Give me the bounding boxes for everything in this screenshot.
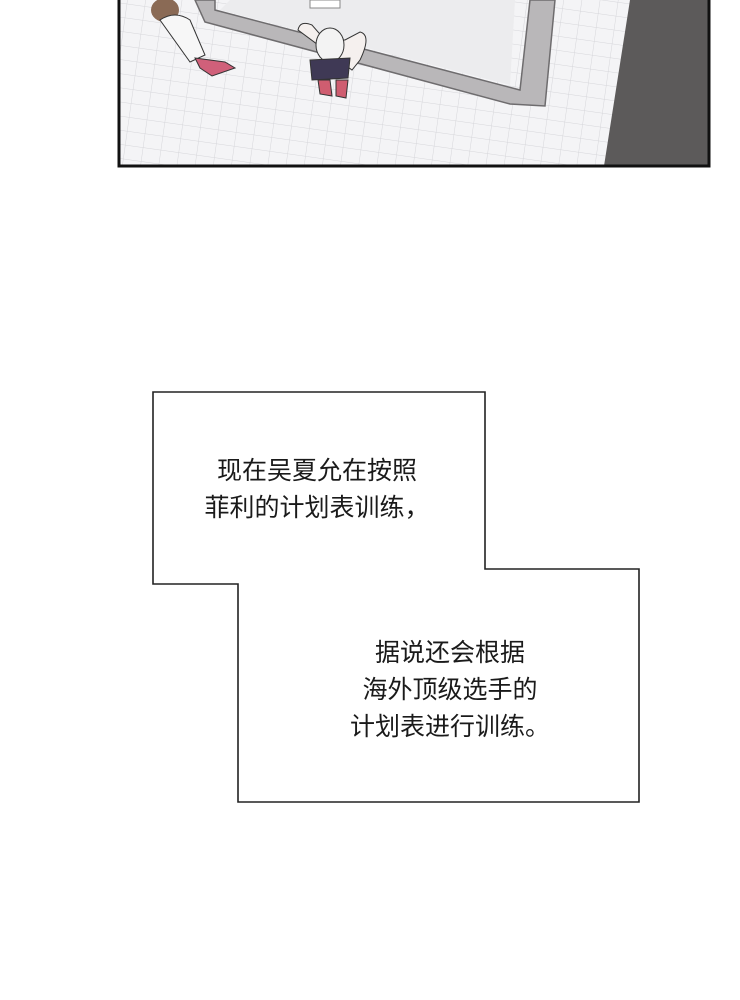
narration-text-2: 据说还会根据 海外顶级选手的 计划表进行训练。 xyxy=(290,634,610,745)
text-line: 菲利的计划表训练， xyxy=(204,493,430,522)
dark-wall xyxy=(604,0,709,166)
text-line: 现在吴夏允在按照 xyxy=(216,456,417,485)
text-line: 计划表进行训练。 xyxy=(349,712,550,741)
narration-text-1: 现在吴夏允在按照 菲利的计划表训练， xyxy=(157,452,477,526)
text-line: 据说还会根据 xyxy=(374,638,525,667)
character-left xyxy=(151,0,237,77)
text-line: 海外顶级选手的 xyxy=(362,675,538,704)
character-right xyxy=(297,22,367,99)
comic-panel xyxy=(117,0,711,168)
